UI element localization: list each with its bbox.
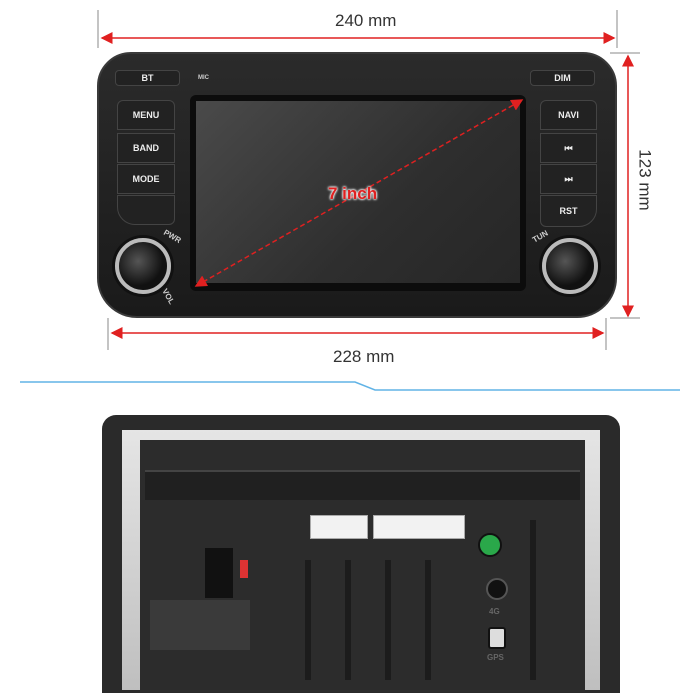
left-button-blank	[117, 195, 175, 225]
diagonal-label: 7 inch	[328, 184, 378, 203]
gps-label: GPS	[487, 653, 504, 662]
mode-button[interactable]: MODE	[117, 164, 175, 194]
bottom-width-label: 228 mm	[333, 347, 395, 366]
diagonal-arrow	[194, 99, 524, 287]
power-harness-connector[interactable]	[310, 515, 368, 539]
green-port[interactable]	[478, 533, 502, 557]
4g-antenna-port[interactable]	[486, 578, 508, 600]
rst-button[interactable]: RST	[540, 195, 597, 227]
dim-button[interactable]: DIM	[530, 70, 595, 86]
width-label: 240 mm	[335, 11, 397, 30]
fuse	[240, 560, 248, 578]
heatsink-vents	[145, 470, 580, 500]
gps-antenna-port[interactable]	[488, 627, 506, 649]
canbus-harness-connector[interactable]	[373, 515, 465, 539]
rear-panel-block	[150, 600, 250, 650]
navi-button[interactable]: NAVI	[540, 100, 597, 130]
mic-label: MIC	[198, 75, 209, 81]
tune-knob[interactable]	[542, 238, 598, 294]
previous-track-button[interactable]: ⏮	[540, 133, 597, 163]
next-track-button[interactable]: ⏭	[540, 164, 597, 194]
band-button[interactable]: BAND	[117, 133, 175, 163]
4g-label: 4G	[489, 607, 500, 616]
menu-button[interactable]: MENU	[117, 100, 175, 130]
divider-line	[20, 381, 680, 391]
volume-knob[interactable]	[115, 238, 171, 294]
aux-connector	[205, 548, 233, 598]
bt-button[interactable]: BT	[115, 70, 180, 86]
